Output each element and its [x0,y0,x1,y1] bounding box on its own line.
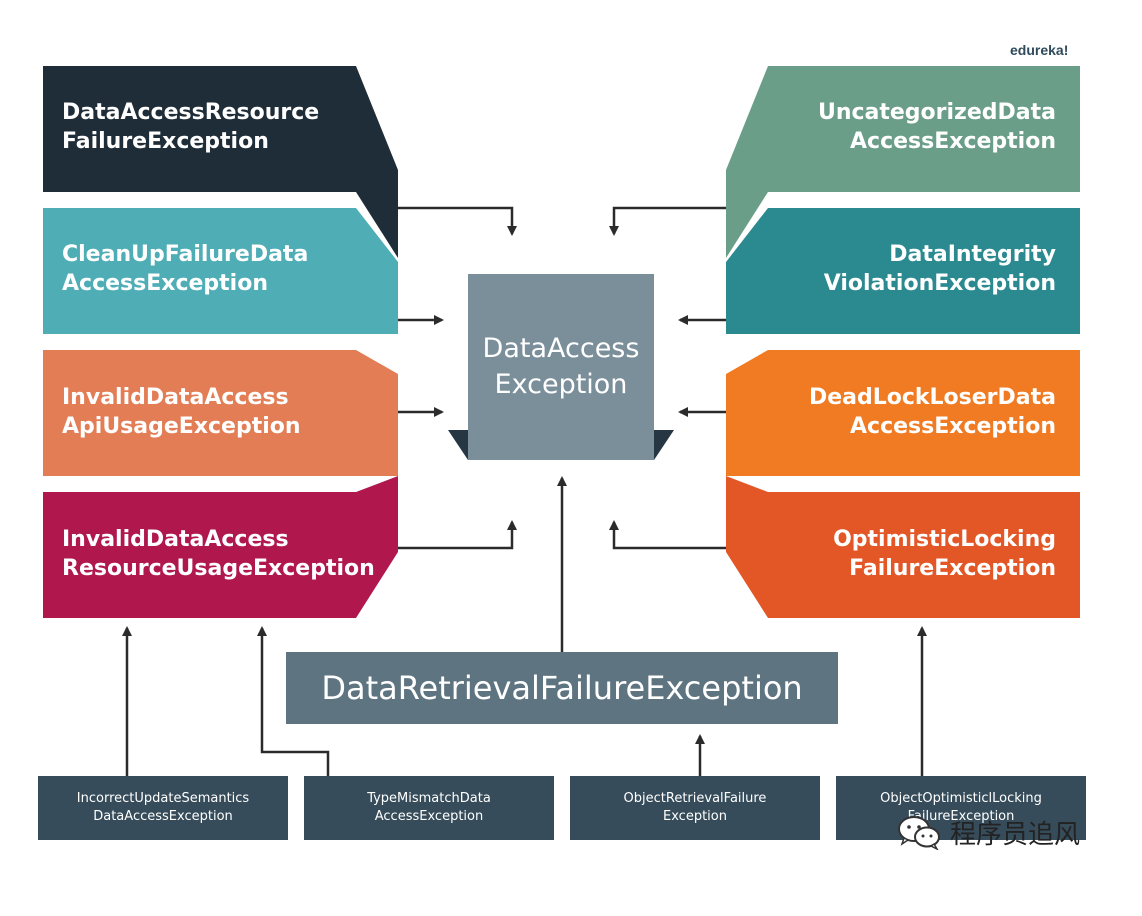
center-box [468,274,654,460]
watermark: 程序员追风 [896,812,1080,852]
center-tab-left [448,430,468,460]
right-box-3-line2: AccessException [850,414,1056,439]
bottom-box-4 [836,776,1086,840]
left-box-3 [43,350,398,476]
arrow-bottom-2 [257,626,330,776]
arrow-right-4 [609,520,726,550]
bottom-box-4-line2: FailureException [907,809,1015,824]
right-box-2-line2: ViolationException [823,271,1056,296]
left-box-2-line2: AccessException [62,271,268,296]
left-box-2-line1: CleanUpFailureData [62,242,309,267]
bottom-box-1-label: IncorrectUpdateSemantics DataAccessExcep… [38,776,288,840]
left-box-3-line2: ApiUsageException [62,414,301,439]
left-box-4 [43,476,398,618]
bottom-box-2-line1: TypeMismatchData [367,791,491,806]
arrow-left-4 [398,520,517,550]
right-box-4-label: OptimisticLocking FailureException [833,525,1056,583]
center-line1: DataAccess [482,333,640,364]
left-box-4-line1: InvalidDataAccess [62,527,289,552]
center-tab-right [654,430,674,460]
left-box-1-line2: FailureException [62,129,269,154]
center-label: DataAccess Exception [468,274,654,460]
left-box-1 [43,66,398,258]
left-box-1-line1: DataAccessResource [62,100,320,125]
right-box-1 [726,66,1080,258]
left-box-2 [43,208,398,334]
left-box-1-label: DataAccessResource FailureException [62,98,319,156]
left-box-2-label: CleanUpFailureData AccessException [62,240,308,298]
right-box-1-label: UncategorizedData AccessException [818,98,1056,156]
watermark-text: 程序员追风 [950,819,1081,850]
right-box-4-line2: FailureException [849,556,1056,581]
bottom-box-4-label: ObjectOptimisticlLocking FailureExceptio… [836,776,1086,840]
right-box-2-label: DataIntegrity ViolationException [824,240,1056,298]
right-box-3-label: DeadLockLoserData AccessException [809,383,1056,441]
left-box-3-label: InvalidDataAccess ApiUsageException [62,383,301,441]
left-box-3-line1: InvalidDataAccess [62,385,289,410]
bottom-box-4-line1: ObjectOptimisticlLocking [880,791,1042,806]
bottom-box-1-line2: DataAccessException [93,809,233,824]
bottom-box-3-line2: Exception [663,809,727,824]
bottom-box-3 [570,776,820,840]
middle-label: DataRetrievalFailureException [286,652,838,724]
right-box-3 [726,350,1080,476]
bottom-box-2-label: TypeMismatchData AccessException [304,776,554,840]
right-box-1-line2: AccessException [850,129,1056,154]
bottom-box-2 [304,776,554,840]
arrow-left-1 [398,206,517,236]
middle-text: DataRetrievalFailureException [321,669,803,707]
bottom-box-3-line1: ObjectRetrievalFailure [623,791,767,806]
right-box-4 [726,476,1080,618]
brand-logo: edureka! [1010,42,1069,58]
right-box-1-line1: UncategorizedData [817,100,1056,125]
middle-box [286,652,838,724]
right-box-2 [726,208,1080,334]
left-box-4-line2: ResourceUsageException [62,556,375,581]
center-line2: Exception [494,369,628,400]
bottom-box-2-line2: AccessException [374,809,484,824]
right-box-2-line1: DataIntegrity [889,242,1056,267]
right-box-4-line1: OptimisticLocking [833,527,1056,552]
wechat-icon [898,816,940,850]
bottom-box-1-line1: IncorrectUpdateSemantics [76,791,250,806]
left-box-4-label: InvalidDataAccess ResourceUsageException [62,525,375,583]
bottom-box-1 [38,776,288,840]
right-box-3-line1: DeadLockLoserData [808,385,1056,410]
arrow-right-1 [609,206,726,236]
bottom-box-3-label: ObjectRetrievalFailure Exception [570,776,820,840]
